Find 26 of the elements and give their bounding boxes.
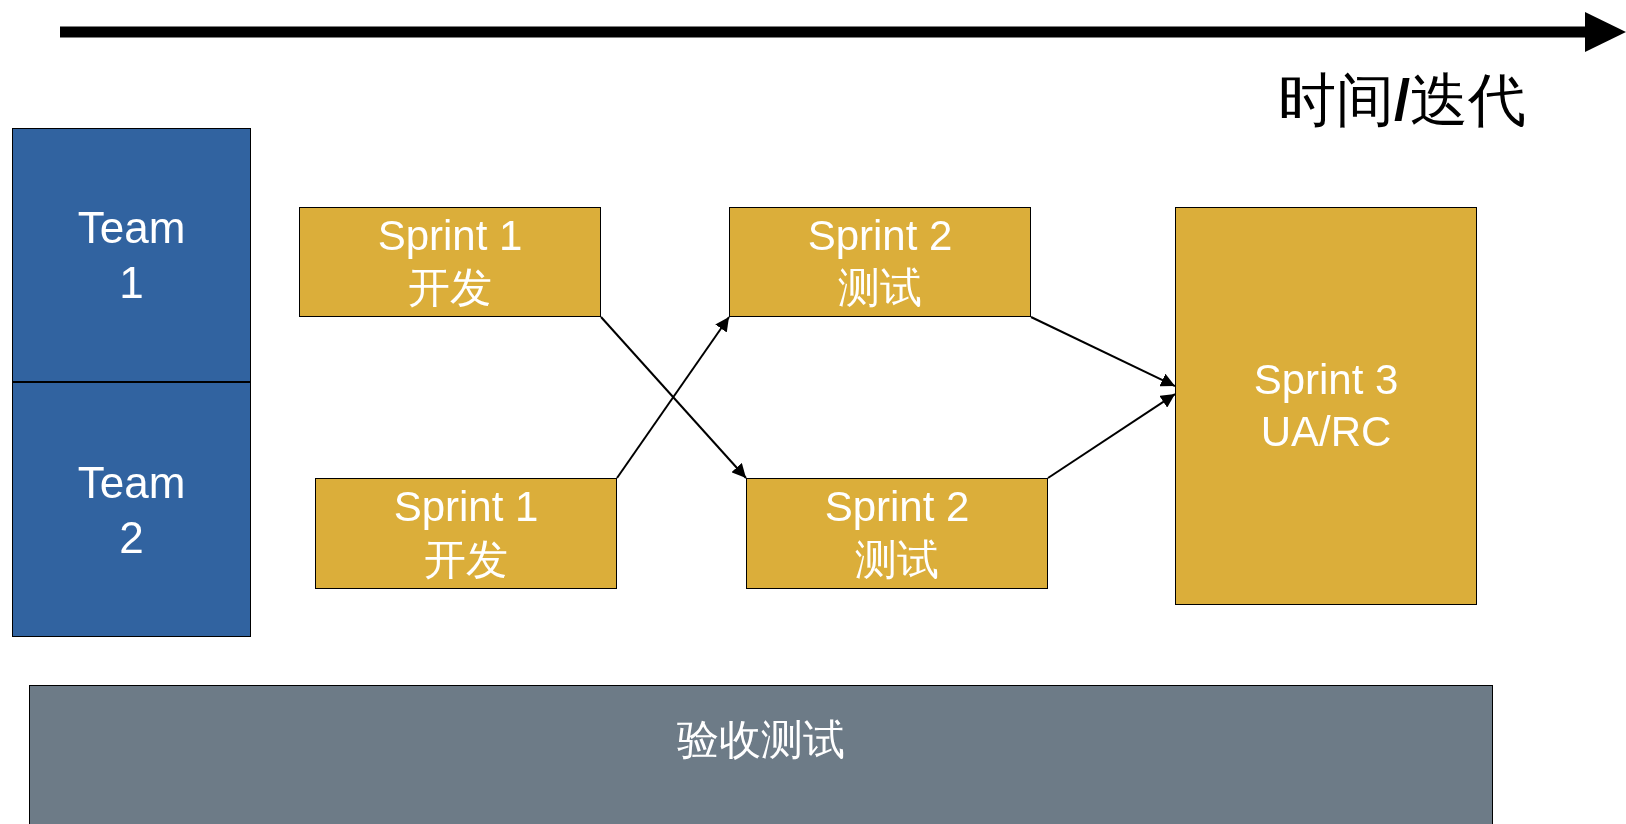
arrow xyxy=(600,316,747,479)
sprint-task: UA/RC xyxy=(1260,407,1392,457)
axis-label: 时间/迭代 xyxy=(1277,66,1526,134)
sprint-box xyxy=(315,478,617,589)
arrow xyxy=(1030,316,1176,388)
sprint-box xyxy=(746,478,1048,589)
sprint-box xyxy=(299,207,601,317)
sprint-title: Sprint 3 xyxy=(1253,354,1399,405)
arrow xyxy=(616,316,730,479)
sprint-box xyxy=(1175,207,1477,605)
sprint-title: Sprint 2 xyxy=(807,210,953,261)
acceptance-test-band xyxy=(29,685,1493,824)
team-box xyxy=(12,128,251,382)
sprint-task: 开发 xyxy=(424,534,508,585)
arrow xyxy=(1047,393,1176,479)
sprint-title: Sprint 1 xyxy=(377,210,523,261)
sprint-task: 开发 xyxy=(408,263,492,313)
team-name: Team 1 xyxy=(76,202,187,309)
sprint-title: Sprint 1 xyxy=(393,482,539,532)
sprint-task: 测试 xyxy=(838,263,922,313)
team-name: Team 2 xyxy=(76,456,187,564)
band-label: 验收测试 xyxy=(677,715,845,765)
sprint-task: 测试 xyxy=(855,534,939,585)
sprint-title: Sprint 2 xyxy=(824,482,970,532)
team-box xyxy=(12,382,251,637)
sprint-box xyxy=(729,207,1031,317)
